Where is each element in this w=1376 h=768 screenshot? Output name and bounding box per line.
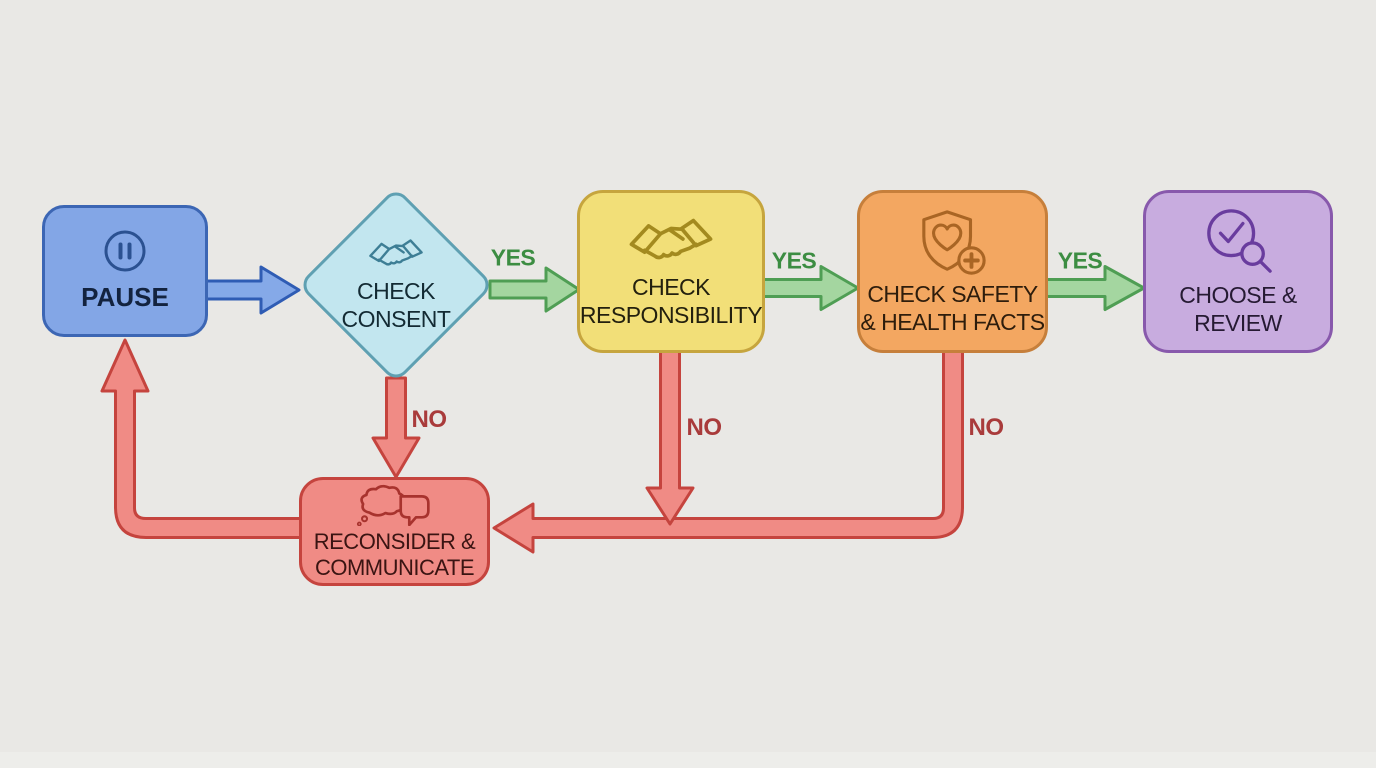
checkmark-magnifier-icon xyxy=(1207,209,1272,273)
edge-label-yes-consent: YES xyxy=(490,244,536,271)
arrow-pause-to-consent xyxy=(203,265,301,315)
node-pause: PAUSE xyxy=(42,205,208,337)
yes-arrow-1 xyxy=(488,266,581,313)
node-reconsider: RECONSIDER & COMMUNICATE xyxy=(299,477,490,586)
loop-arrow-reconsider-to-pause xyxy=(100,338,314,539)
node-choose-review: CHOOSE & REVIEW xyxy=(1143,190,1333,353)
no-arrow-responsibility xyxy=(645,346,695,526)
node-check-responsibility: CHECK RESPONSIBILITY xyxy=(577,190,765,353)
node-reconsider-label: RECONSIDER & COMMUNICATE xyxy=(313,528,476,580)
edge-label-yes-safety: YES xyxy=(1057,247,1103,274)
no-arrow-consent xyxy=(371,376,421,479)
bottom-strip xyxy=(0,752,1376,768)
pause-icon xyxy=(104,230,146,272)
node-check-safety: CHECK SAFETY & HEALTH FACTS xyxy=(857,190,1048,353)
shield-heart-medical-icon xyxy=(921,210,986,275)
yes-arrow-2 xyxy=(758,265,860,311)
edge-label-no-consent: NO xyxy=(411,406,448,433)
handshake-icon xyxy=(629,218,713,260)
edge-label-no-responsibility: NO xyxy=(686,414,723,441)
edge-label-yes-responsibility: YES xyxy=(771,247,817,274)
node-check-consent: CHECK CONSENT xyxy=(297,186,495,384)
node-check-consent-label: CHECK CONSENT xyxy=(341,278,451,332)
node-pause-label: PAUSE xyxy=(81,282,169,313)
no-arrow-safety xyxy=(492,338,964,554)
node-check-responsibility-label: CHECK RESPONSIBILITY xyxy=(579,273,763,328)
node-check-safety-label: CHECK SAFETY & HEALTH FACTS xyxy=(860,280,1045,335)
thought-speech-bubbles-icon xyxy=(356,484,430,526)
yes-arrow-3 xyxy=(1041,265,1146,311)
handshake-icon xyxy=(369,239,423,266)
edge-label-no-safety: NO xyxy=(968,414,1005,441)
node-choose-review-label: CHOOSE & REVIEW xyxy=(1179,281,1297,336)
